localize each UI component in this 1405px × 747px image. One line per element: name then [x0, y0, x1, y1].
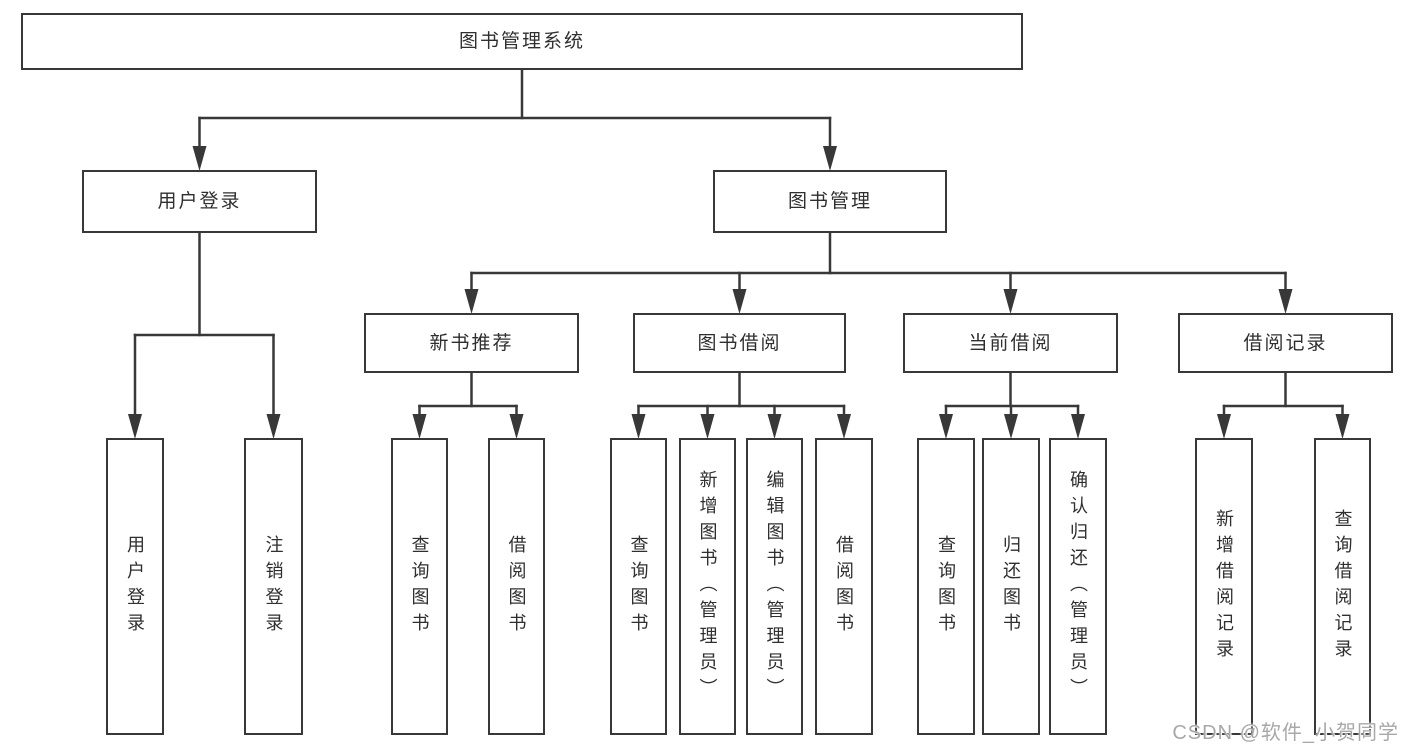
- arrowhead: [464, 289, 479, 314]
- node-label: 查询图书: [409, 534, 430, 639]
- node-leaf-cb-query: 查询图书: [917, 438, 975, 735]
- node-label: 新书推荐: [429, 332, 514, 354]
- node-label: 用户登录: [125, 534, 145, 639]
- node-leaf-bb-add: 新增图书（管理员）: [679, 438, 736, 735]
- node-label: 新增图书（管理员）: [697, 469, 718, 704]
- node-leaf-rec-query: 查询图书: [391, 438, 448, 735]
- arrowhead: [1071, 414, 1085, 439]
- node-label: 借阅图书: [834, 534, 854, 639]
- arrowhead: [128, 414, 142, 439]
- arrowhead: [700, 414, 715, 439]
- arrowhead: [1004, 414, 1018, 439]
- arrowhead: [732, 289, 747, 314]
- node-leaf-bb-edit: 编辑图书（管理员）: [746, 438, 803, 735]
- node-label: 借阅记录: [1243, 332, 1328, 354]
- node-leaf-logout: 注销登录: [244, 438, 303, 735]
- node-leaf-br-add: 新增借阅记录: [1195, 438, 1253, 735]
- node-user-login: 用户登录: [82, 170, 317, 233]
- node-label: 确认归还（管理员）: [1068, 469, 1088, 704]
- node-book-borrow: 图书借阅: [633, 313, 846, 373]
- node-label: 归还图书: [1001, 534, 1021, 639]
- arrowhead: [631, 414, 646, 439]
- arrowhead: [1335, 414, 1350, 439]
- node-label: 借阅图书: [506, 534, 527, 639]
- node-label: 查询借阅记录: [1332, 508, 1353, 665]
- arrowhead: [1003, 289, 1018, 314]
- node-label: 注销登录: [263, 534, 284, 639]
- arrowhead: [823, 146, 837, 171]
- node-label: 新增借阅记录: [1214, 508, 1234, 665]
- arrowhead: [939, 414, 953, 439]
- node-leaf-cb-confirm: 确认归还（管理员）: [1049, 438, 1107, 735]
- arrowhead: [412, 414, 427, 439]
- arrowhead: [509, 414, 524, 439]
- node-label: 当前借阅: [968, 332, 1053, 354]
- node-leaf-bb-query: 查询图书: [610, 438, 667, 735]
- arrowhead: [266, 414, 281, 439]
- node-leaf-bb-borrow: 借阅图书: [815, 438, 873, 735]
- node-label: 编辑图书（管理员）: [764, 469, 785, 704]
- node-leaf-cb-return: 归还图书: [982, 438, 1040, 735]
- watermark-text: CSDN @软件_小贺同学: [1172, 722, 1399, 744]
- node-leaf-user-login: 用户登录: [106, 438, 164, 735]
- node-borrow-records: 借阅记录: [1178, 313, 1393, 373]
- node-label: 用户登录: [157, 191, 242, 212]
- node-label: 查询图书: [628, 534, 649, 639]
- node-current-borrow: 当前借阅: [903, 313, 1118, 373]
- node-leaf-rec-borrow: 借阅图书: [488, 438, 545, 735]
- node-new-book-rec: 新书推荐: [364, 313, 579, 373]
- node-label: 图书管理: [787, 191, 872, 212]
- node-label: 查询图书: [936, 534, 956, 639]
- node-book-mgmt: 图书管理: [713, 170, 947, 233]
- arrowhead: [837, 414, 851, 439]
- arrowhead: [767, 414, 782, 439]
- arrowhead: [192, 146, 207, 171]
- node-label: 图书借阅: [697, 332, 782, 354]
- node-label: 图书管理系统: [458, 31, 585, 52]
- arrowhead: [1278, 289, 1293, 314]
- arrowhead: [1217, 414, 1231, 439]
- node-leaf-br-query: 查询借阅记录: [1314, 438, 1371, 735]
- node-root: 图书管理系统: [21, 13, 1023, 70]
